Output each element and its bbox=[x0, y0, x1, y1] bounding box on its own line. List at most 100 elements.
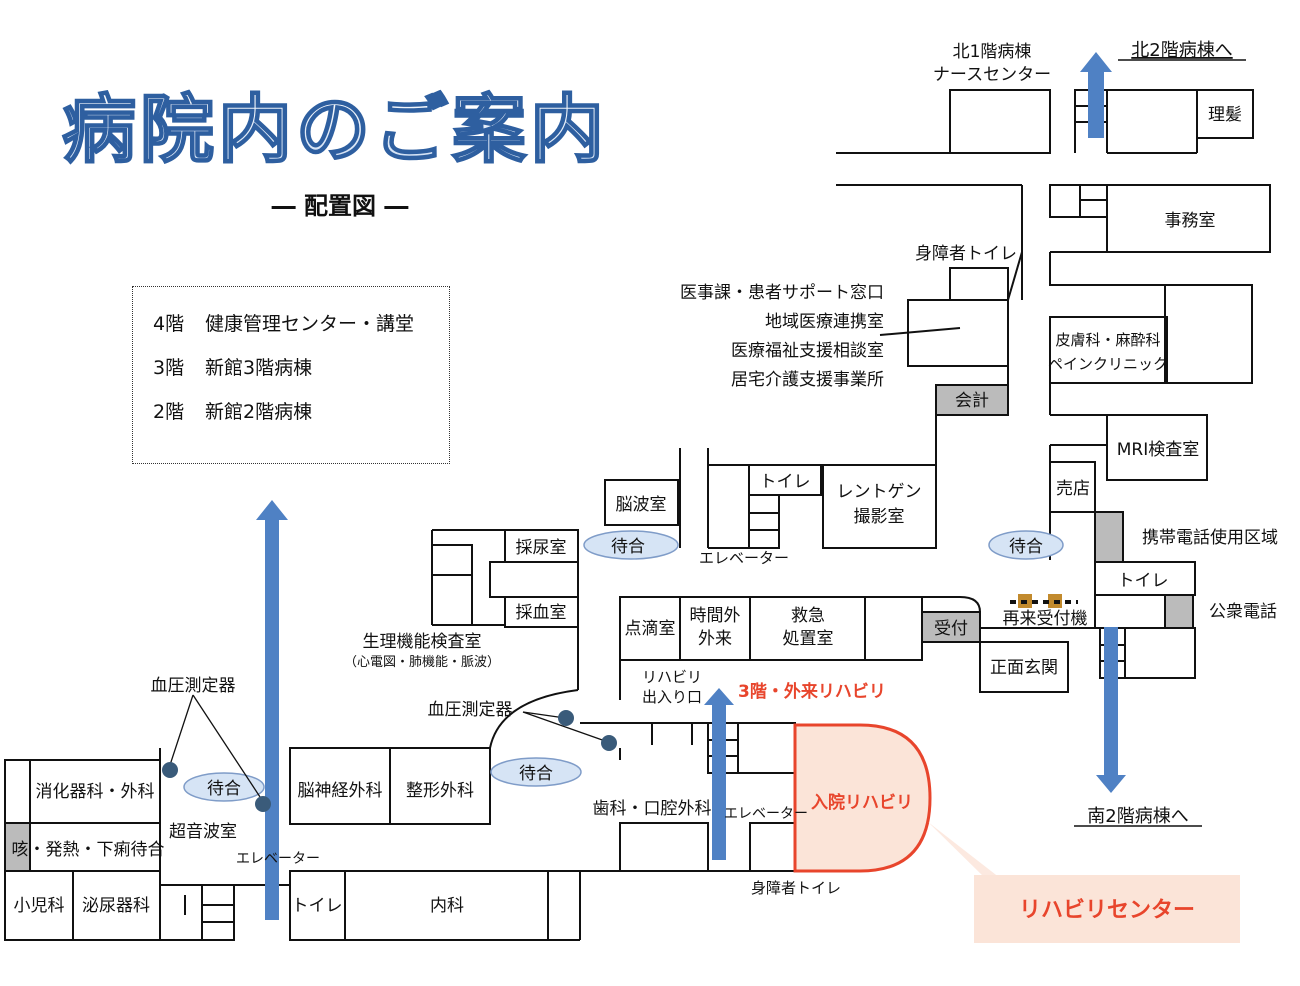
waiting-2-label: 待合 bbox=[207, 779, 241, 799]
map-shape bbox=[4, 759, 31, 824]
labels-seiri2-label: （心電図・肺機能・脈波） bbox=[344, 655, 500, 670]
map-shape bbox=[949, 267, 1009, 301]
blood-pressure-device-3 bbox=[558, 710, 574, 726]
eeg-room bbox=[604, 479, 679, 526]
waiting-area-2 bbox=[988, 530, 1064, 560]
rooms-xray2-label: 撮影室 bbox=[854, 507, 905, 527]
labels-north1_b-label: ナースセンター bbox=[933, 65, 1051, 85]
labels-reha_entrance1-label: リハビリ bbox=[642, 668, 702, 686]
waiting-0-label: 待合 bbox=[611, 537, 645, 557]
labels-shika-label: 歯科・口腔外科 bbox=[593, 799, 712, 819]
rehab-center-callout bbox=[974, 875, 1240, 943]
rooms-uketsuke-label: 受付 bbox=[934, 619, 968, 639]
inpatient-rehab-room bbox=[793, 723, 932, 873]
labels-ketsuatsu_left-label: 血圧測定器 bbox=[151, 676, 236, 696]
labels-north1_a-label: 北1階病棟 bbox=[953, 42, 1032, 62]
dermatology-room bbox=[1049, 316, 1168, 384]
rooms-baiten-label: 売店 bbox=[1056, 479, 1090, 499]
labels-elevator_center-label: エレベーター bbox=[699, 549, 789, 567]
rooms-kyukyu1-label: 救急 bbox=[791, 606, 825, 626]
legend-desc: 新館3階病棟 bbox=[205, 357, 313, 379]
rooms-nouha-label: 脳波室 bbox=[616, 495, 667, 515]
rooms-kyukyu2-label: 処置室 bbox=[783, 629, 834, 649]
rooms-kaikei-label: 会計 bbox=[955, 391, 989, 411]
rooms-naika-label: 内科 bbox=[430, 896, 464, 916]
legend-floor: 4階 bbox=[153, 313, 185, 335]
map-shape bbox=[489, 689, 579, 749]
rooms-noushinkei-label: 脳神経外科 bbox=[298, 781, 383, 801]
labels-koushu-label: 公衆電話 bbox=[1209, 602, 1277, 622]
waiting-area-4 bbox=[490, 757, 582, 787]
labels-elevator_reha-label: エレベーター bbox=[724, 806, 808, 822]
blood-pressure-device-2 bbox=[255, 796, 271, 812]
waiting-area-1 bbox=[583, 530, 679, 560]
rooms-hinyou-label: 泌尿器科 bbox=[82, 896, 150, 916]
labels-offices-3-label: 居宅介護支援事業所 bbox=[731, 370, 884, 390]
rooms-tenteki-label: 点滴室 bbox=[625, 619, 676, 639]
arrow-reha3-icon bbox=[704, 688, 734, 860]
rooms-pain-label: ペインクリニック bbox=[1048, 355, 1168, 373]
map-shape bbox=[489, 561, 579, 598]
office-room bbox=[1106, 184, 1271, 253]
map-shape bbox=[619, 822, 709, 872]
map-shape bbox=[201, 884, 235, 941]
rooms-shoukaki-label: 消化器科・外科 bbox=[36, 782, 155, 802]
north2-link[interactable]: 北2階病棟へ bbox=[1131, 40, 1232, 61]
blood-pressure-device-1 bbox=[162, 762, 178, 778]
south2-link[interactable]: 南2階病棟へ bbox=[1087, 806, 1188, 827]
labels-offices-0-label: 医事課・患者サポート窓口 bbox=[680, 283, 884, 303]
page-title: 病院内のご案内 bbox=[62, 87, 608, 173]
rooms-sainyou-label: 採尿室 bbox=[516, 538, 567, 558]
legend-row: 2階新館2階病棟 bbox=[153, 397, 449, 424]
rooms-saiketsu-label: 採血室 bbox=[516, 603, 567, 623]
map-shape bbox=[864, 596, 923, 661]
labels-elevator_west-label: エレベーター bbox=[236, 851, 320, 867]
rooms-toilet_c-label: トイレ bbox=[760, 472, 811, 492]
map-shape bbox=[159, 884, 203, 941]
legend-floor: 2階 bbox=[153, 401, 185, 423]
map-shape bbox=[748, 464, 822, 496]
labels-reha_entrance2-label: 出入り口 bbox=[642, 688, 702, 706]
cashier-counter bbox=[935, 384, 1009, 416]
labels-shinshou_top-label: 身障者トイレ bbox=[915, 244, 1017, 264]
map-shape bbox=[749, 822, 796, 872]
page-subtitle: ― 配置図 ― bbox=[272, 192, 409, 220]
floor-legend: 4階健康管理センター・講堂 3階新館3階病棟 2階新館2階病棟 bbox=[132, 286, 450, 464]
legend-row: 4階健康管理センター・講堂 bbox=[153, 309, 449, 336]
legend-row: 3階新館3階病棟 bbox=[153, 353, 449, 380]
map-shape bbox=[922, 596, 981, 613]
waiting-area-3 bbox=[183, 772, 265, 802]
map-shape bbox=[1164, 284, 1253, 384]
map-shape bbox=[1094, 511, 1124, 563]
labels-seiri1-label: 生理機能検査室 bbox=[363, 632, 482, 652]
rooms-seki-label: 咳・発熱・下痢待合 bbox=[12, 840, 165, 860]
map-shape bbox=[431, 544, 473, 576]
rooms-jikangai2-label: 外来 bbox=[698, 629, 732, 649]
gi-surgery-room bbox=[29, 759, 161, 824]
blood-pressure-device-4 bbox=[601, 735, 617, 751]
rooms-riyou-label: 理髪 bbox=[1208, 105, 1242, 125]
toilet-east bbox=[1094, 561, 1196, 596]
xray-room bbox=[822, 464, 937, 549]
shop-room bbox=[1049, 461, 1096, 513]
arrow-north2-icon bbox=[1080, 52, 1112, 138]
cough-fever-waiting bbox=[4, 822, 31, 872]
arrow-west-up-icon bbox=[256, 500, 288, 920]
rooms-toilet_w-label: トイレ bbox=[292, 896, 343, 916]
map-shape bbox=[1164, 594, 1194, 629]
map-shape bbox=[737, 722, 796, 774]
office-desks bbox=[907, 299, 1009, 367]
arrow-south2-icon bbox=[1096, 627, 1126, 793]
map-shape bbox=[1049, 184, 1081, 218]
labels-keitai-label: 携帯電話使用区域 bbox=[1142, 527, 1278, 548]
labels-ketsuatsu_center-label: 血圧測定器 bbox=[428, 700, 513, 720]
rooms-jikangai1-label: 時間外 bbox=[690, 606, 741, 626]
mri-room bbox=[1106, 414, 1208, 481]
nurse-station-room bbox=[949, 89, 1051, 154]
rehab-center-title: リハビリセンター bbox=[1019, 898, 1195, 923]
labels-offices-2-label: 医療福祉支援相談室 bbox=[731, 341, 884, 361]
rooms-xray1-label: レントゲン bbox=[837, 482, 922, 502]
rooms-toilet_e-label: トイレ bbox=[1118, 571, 1169, 591]
